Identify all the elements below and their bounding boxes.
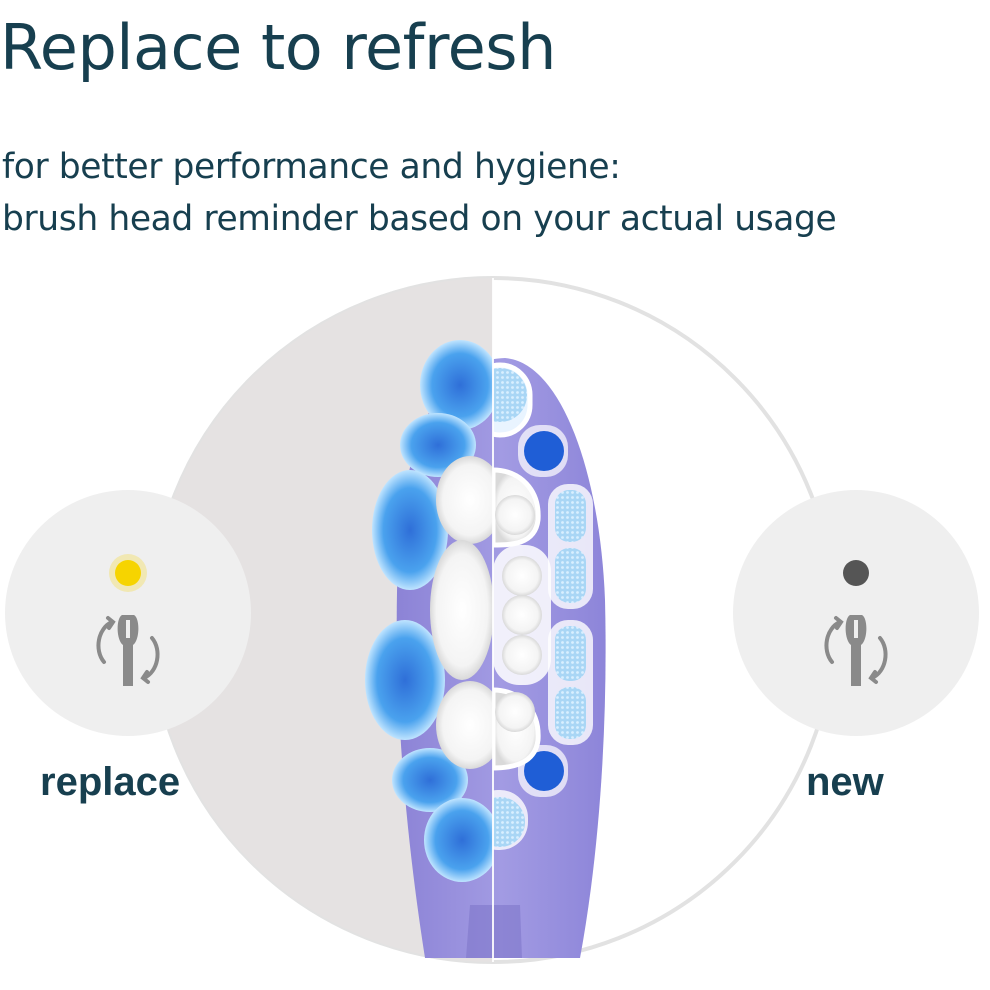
page-title: Replace to refresh (0, 11, 556, 84)
page-subtitle: for better performance and hygiene: brus… (2, 141, 837, 245)
brush-head-replace-icon (824, 615, 888, 686)
new-label: new (806, 760, 884, 804)
worn-bristles (365, 340, 493, 882)
replace-label: replace (40, 760, 181, 804)
brush-head-replace-icon (96, 615, 160, 686)
replace-light-icon (115, 560, 141, 586)
replace-indicator (5, 490, 251, 736)
new-bristles (493, 362, 593, 850)
new-indicator (733, 490, 979, 736)
subtitle-line-2: brush head reminder based on your actual… (2, 199, 837, 239)
new-light-icon (843, 560, 869, 586)
subtitle-line-1: for better performance and hygiene: (2, 147, 621, 187)
